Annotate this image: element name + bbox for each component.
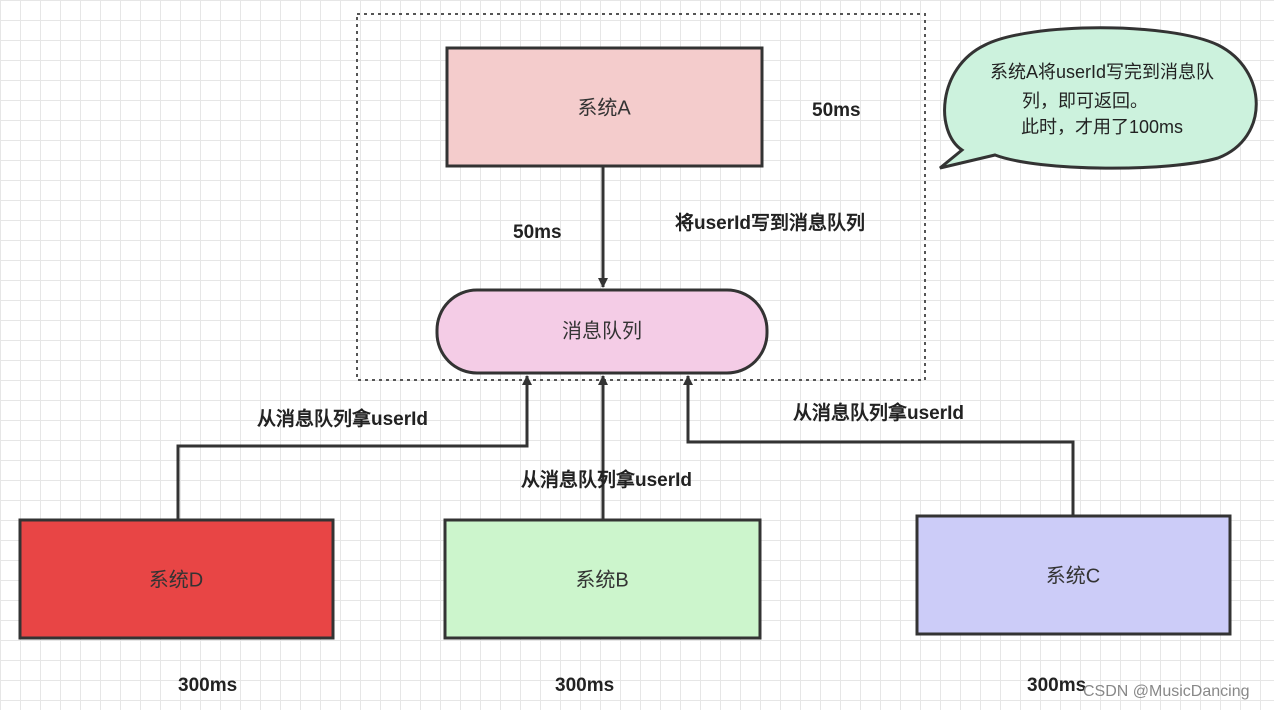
node-system-c: 系统C [915,514,1232,636]
label-write-action: 将userId写到消息队列 [675,211,865,234]
node-queue-box [435,288,769,375]
label-b-fetch: 从消息队列拿userId [521,468,692,491]
node-system-c-box [915,514,1232,636]
node-system-c-label: 系统C [1046,564,1100,587]
node-system-a-label: 系统A [577,96,631,119]
label-system-d-time: 300ms [178,675,237,696]
node-queue-label: 消息队列 [562,319,642,342]
callout-line-3: 此时，才用了100ms [1021,117,1183,137]
edge-d-to-queue [176,375,532,519]
callout-bubble-shape [939,26,1258,170]
boundary-box [356,13,926,381]
watermark-text: CSDN @MusicDancing [1083,683,1250,700]
label-c-fetch: 从消息队列拿userId [793,401,964,424]
label-system-a-time: 50ms [812,100,861,121]
label-write-time: 50ms [513,222,562,243]
node-system-d-box [18,518,335,640]
label-d-fetch: 从消息队列拿userId [257,407,428,430]
callout-line-1: 系统A将userId写完到消息队 [990,62,1214,82]
node-system-a: 系统A [445,46,764,168]
edge-c-to-queue [683,375,1075,515]
node-system-d-label: 系统D [149,568,203,591]
node-system-b-label: 系统B [575,568,628,591]
callout-line-2: 列，即可返回。 [1022,91,1148,111]
label-system-c-time: 300ms [1027,675,1086,696]
node-system-d: 系统D [18,518,335,640]
node-system-b: 系统B [443,518,762,640]
node-system-a-box [445,46,764,168]
label-system-b-time: 300ms [555,675,614,696]
callout-bubble: 系统A将userId写完到消息队 列，即可返回。 此时，才用了100ms [939,26,1258,170]
node-system-b-box [443,518,762,640]
node-queue: 消息队列 [435,288,769,375]
